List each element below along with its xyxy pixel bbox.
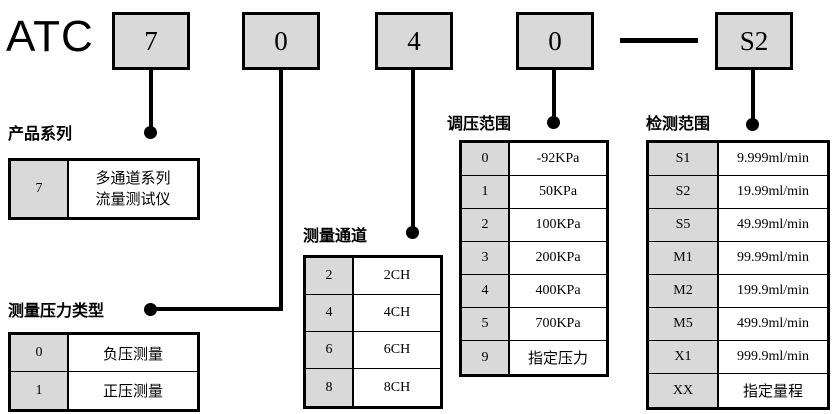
detect-desc-2: 49.99ml/min bbox=[737, 217, 809, 232]
code-box-pressure-range[interactable]: 0 bbox=[516, 12, 594, 70]
prange-desc-0: -92KPa bbox=[536, 151, 580, 166]
table-row: 9 指定压力 bbox=[462, 341, 606, 374]
detect-code-1: S2 bbox=[649, 176, 719, 208]
prange-code-0: 0 bbox=[462, 143, 510, 175]
table-row: M5 499.9ml/min bbox=[649, 308, 827, 341]
table-row: X1 999.9ml/min bbox=[649, 341, 827, 374]
detect-desc-6: 999.9ml/min bbox=[737, 349, 809, 364]
ptype-code-1: 1 bbox=[11, 372, 69, 409]
chan-code-0: 2 bbox=[306, 258, 354, 294]
table-row: 1 正压测量 bbox=[11, 372, 197, 409]
ptype-code-0: 0 bbox=[11, 335, 69, 371]
table-row: XX 指定量程 bbox=[649, 374, 827, 407]
table-row: 5 700KPa bbox=[462, 308, 606, 341]
caption-pressure-type: 测量压力类型 bbox=[8, 301, 105, 320]
detect-desc-1: 19.99ml/min bbox=[737, 184, 809, 199]
code-box-series[interactable]: 7 bbox=[112, 12, 190, 70]
table-row: M1 99.99ml/min bbox=[649, 242, 827, 275]
table-row: S5 49.99ml/min bbox=[649, 209, 827, 242]
table-row: S1 9.999ml/min bbox=[649, 143, 827, 176]
chan-desc-1: 4CH bbox=[383, 305, 411, 320]
code-box-pressure-type[interactable]: 0 bbox=[242, 12, 320, 70]
table-row: 1 50KPa bbox=[462, 176, 606, 209]
series-desc-0-line2: 流量测试仪 bbox=[95, 190, 171, 208]
pressure-type-table: 0 负压测量 1 正压测量 bbox=[8, 332, 200, 412]
prange-desc-3: 200KPa bbox=[535, 250, 581, 265]
detect-code-7: XX bbox=[649, 374, 719, 407]
prange-desc-6: 指定压力 bbox=[527, 349, 588, 367]
table-row: 6 6CH bbox=[306, 332, 440, 369]
table-row: 3 200KPa bbox=[462, 242, 606, 275]
chan-desc-0: 2CH bbox=[383, 268, 411, 283]
series-code-0: 7 bbox=[11, 161, 69, 217]
prange-code-4: 4 bbox=[462, 275, 510, 307]
detection-range-table: S1 9.999ml/min S2 19.99ml/min S5 49.99ml… bbox=[646, 140, 830, 410]
code-box-detection-range[interactable]: S2 bbox=[715, 12, 793, 70]
table-row: 7 多通道系列 流量测试仪 bbox=[11, 161, 197, 217]
detect-code-3: M1 bbox=[649, 242, 719, 274]
connector-detect-dot bbox=[746, 118, 759, 131]
detect-code-4: M2 bbox=[649, 275, 719, 307]
connector-ptype-vline bbox=[279, 70, 283, 311]
chan-desc-2: 6CH bbox=[383, 342, 411, 357]
prange-desc-1: 50KPa bbox=[538, 184, 578, 199]
detect-code-0: S1 bbox=[649, 143, 719, 175]
table-row: 4 4CH bbox=[306, 295, 440, 332]
detect-desc-0: 9.999ml/min bbox=[737, 151, 809, 166]
prange-code-2: 2 bbox=[462, 209, 510, 241]
connector-prange-dot bbox=[547, 116, 560, 129]
connector-ptype-hline bbox=[150, 307, 283, 311]
prange-code-1: 1 bbox=[462, 176, 510, 208]
channel-table: 2 2CH 4 4CH 6 6CH 8 8CH bbox=[303, 255, 443, 409]
pressure-range-table: 0 -92KPa 1 50KPa 2 100KPa 3 200KPa 4 400… bbox=[459, 140, 609, 377]
detect-code-2: S5 bbox=[649, 209, 719, 241]
table-row: 0 负压测量 bbox=[11, 335, 197, 372]
connector-prange-line bbox=[552, 70, 556, 122]
series-table: 7 多通道系列 流量测试仪 bbox=[8, 158, 200, 220]
series-desc-0-line1: 多通道系列 bbox=[95, 169, 171, 187]
code-separator-dash bbox=[620, 38, 698, 43]
table-row: 2 2CH bbox=[306, 258, 440, 295]
table-row: 2 100KPa bbox=[462, 209, 606, 242]
detect-desc-7: 指定量程 bbox=[742, 382, 803, 400]
caption-channel: 测量通道 bbox=[303, 226, 368, 245]
connector-series-line bbox=[149, 70, 153, 132]
ptype-desc-1: 正压测量 bbox=[102, 382, 163, 400]
table-row: 8 8CH bbox=[306, 369, 440, 406]
detect-desc-4: 199.9ml/min bbox=[737, 283, 809, 298]
table-row: M2 199.9ml/min bbox=[649, 275, 827, 308]
table-row: 4 400KPa bbox=[462, 275, 606, 308]
connector-detect-line bbox=[751, 70, 755, 124]
connector-ptype-dot bbox=[144, 303, 157, 316]
ptype-desc-0: 负压测量 bbox=[102, 344, 163, 363]
code-box-channel[interactable]: 4 bbox=[375, 12, 453, 70]
chan-code-1: 4 bbox=[306, 295, 354, 331]
prange-code-3: 3 bbox=[462, 242, 510, 274]
chan-code-3: 8 bbox=[306, 369, 354, 406]
detect-code-6: X1 bbox=[649, 341, 719, 373]
prange-code-5: 5 bbox=[462, 308, 510, 340]
chan-desc-3: 8CH bbox=[383, 379, 411, 395]
connector-series-dot bbox=[144, 126, 157, 139]
brand-label: ATC bbox=[6, 12, 94, 61]
connector-channel-dot bbox=[406, 226, 419, 239]
detect-code-5: M5 bbox=[649, 308, 719, 340]
table-row: 0 -92KPa bbox=[462, 143, 606, 176]
connector-channel-line bbox=[411, 70, 415, 232]
chan-code-2: 6 bbox=[306, 332, 354, 368]
caption-detection-range: 检测范围 bbox=[646, 114, 711, 133]
prange-code-6: 9 bbox=[462, 341, 510, 374]
prange-desc-4: 400KPa bbox=[535, 283, 581, 298]
prange-desc-2: 100KPa bbox=[535, 217, 581, 232]
detect-desc-3: 99.99ml/min bbox=[737, 250, 809, 265]
caption-series: 产品系列 bbox=[8, 124, 73, 143]
table-row: S2 19.99ml/min bbox=[649, 176, 827, 209]
detect-desc-5: 499.9ml/min bbox=[737, 316, 809, 331]
caption-pressure-range: 调压范围 bbox=[447, 114, 512, 133]
prange-desc-5: 700KPa bbox=[535, 316, 581, 331]
series-desc-0: 多通道系列 流量测试仪 bbox=[69, 161, 197, 217]
